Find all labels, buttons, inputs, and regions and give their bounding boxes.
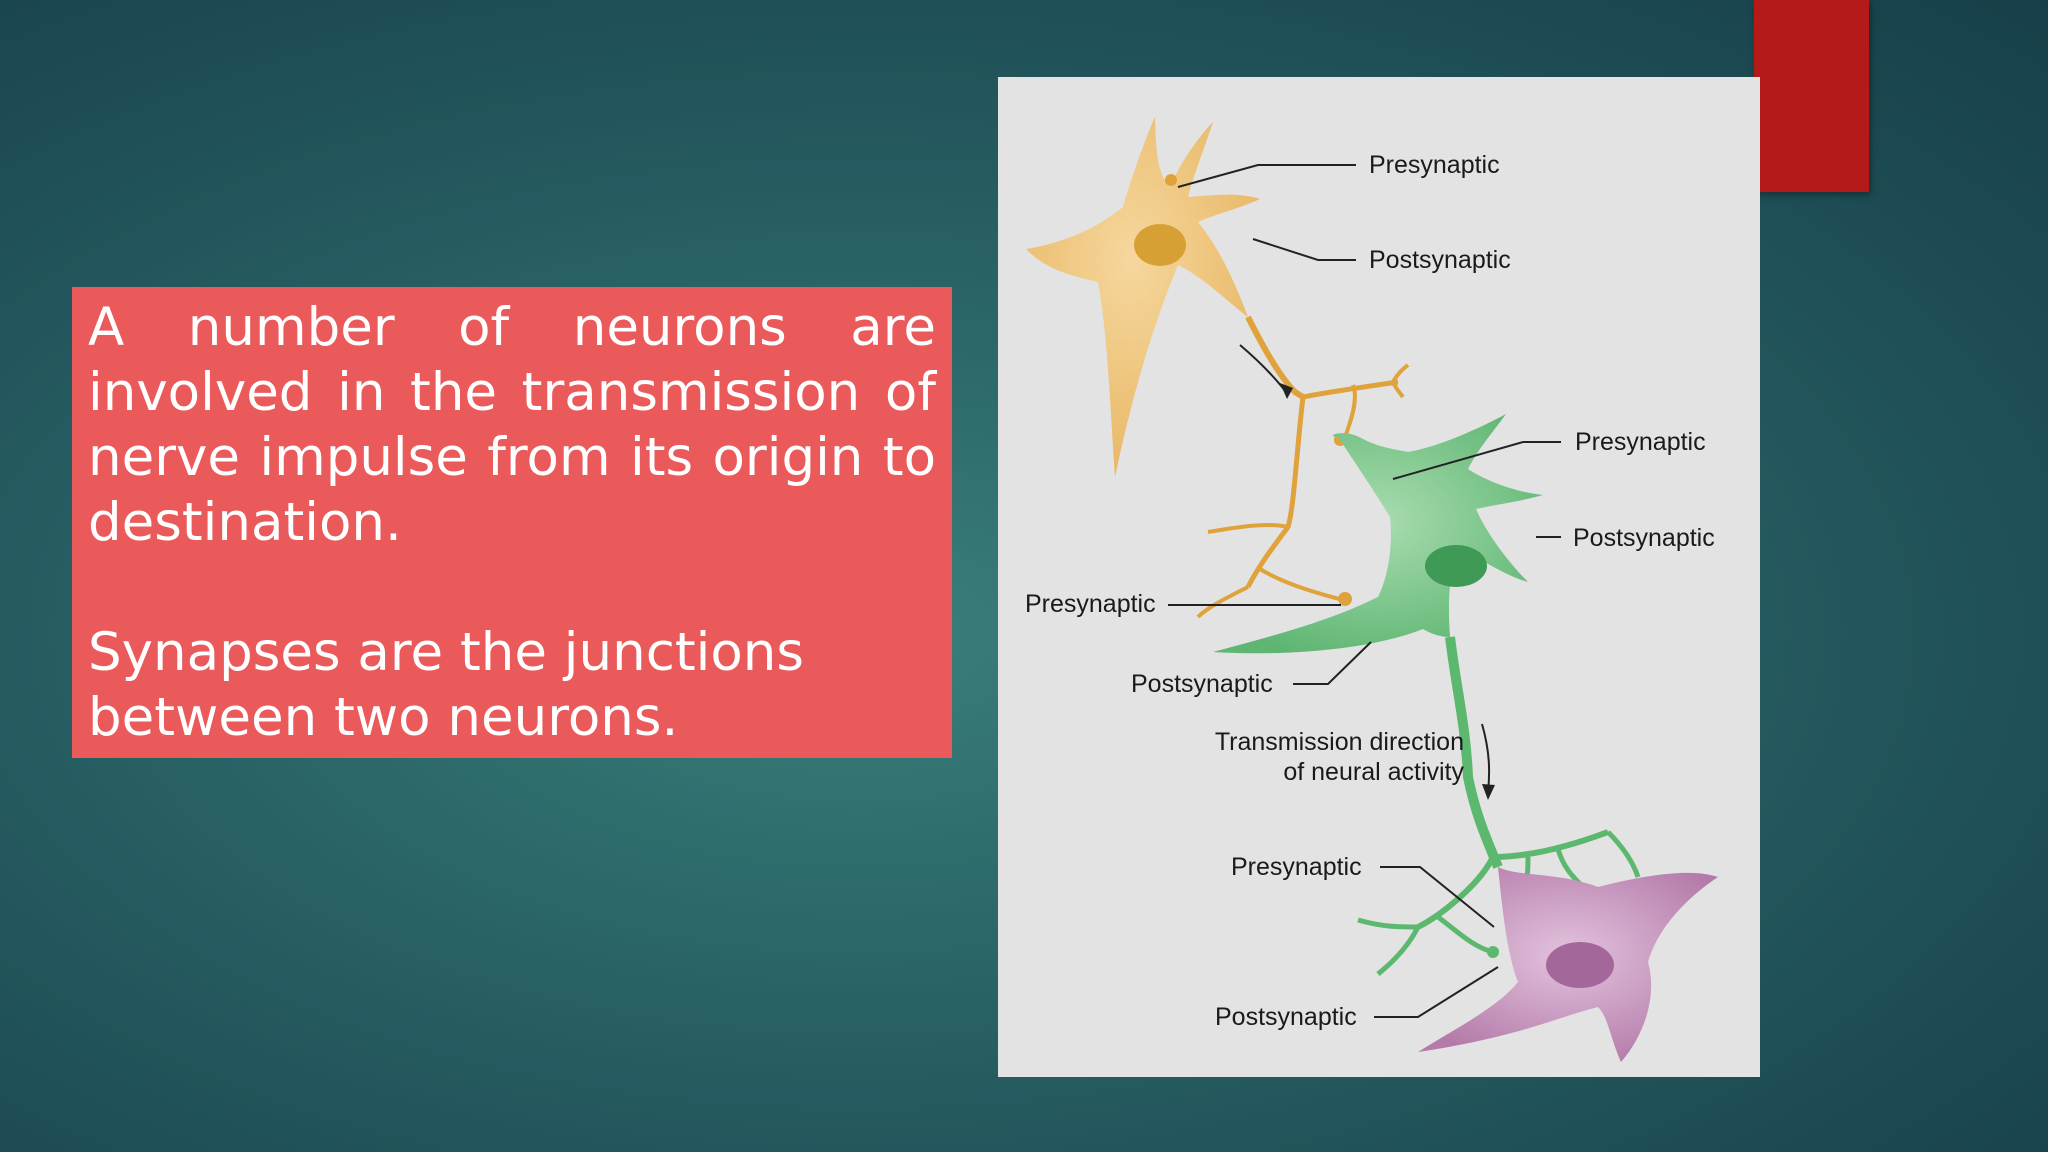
- neuron-1: [1026, 117, 1410, 619]
- direction-arrows: [1239, 344, 1495, 800]
- paragraph-synapses: Synapses are the junctions between two n…: [88, 622, 804, 748]
- label-transmission-line-2: of neural activity: [1283, 758, 1464, 786]
- label-presynaptic-4: Presynaptic: [1231, 853, 1362, 881]
- neuron-diagram: Presynaptic Postsynaptic Presynaptic Pos…: [1025, 117, 1718, 1062]
- accent-tab: [1754, 0, 1869, 192]
- paragraph-neurons: A number of neurons are involved in the …: [88, 297, 936, 553]
- label-postsynaptic-1: Postsynaptic: [1369, 246, 1511, 274]
- label-transmission-line-1: Transmission direction: [1215, 728, 1464, 756]
- label-presynaptic-1: Presynaptic: [1369, 151, 1500, 179]
- neuron-3: [1418, 867, 1718, 1062]
- label-presynaptic-2: Presynaptic: [1575, 428, 1706, 456]
- label-postsynaptic-3: Postsynaptic: [1131, 670, 1273, 698]
- text-box: A number of neurons are involved in the …: [72, 287, 952, 758]
- label-presynaptic-3: Presynaptic: [1025, 590, 1156, 618]
- neuron-figure: Presynaptic Postsynaptic Presynaptic Pos…: [998, 77, 1760, 1077]
- label-postsynaptic-2: Postsynaptic: [1573, 524, 1715, 552]
- neuron-2: [1213, 414, 1641, 976]
- label-postsynaptic-4: Postsynaptic: [1215, 1003, 1357, 1031]
- leader-lines: [1168, 164, 1561, 1018]
